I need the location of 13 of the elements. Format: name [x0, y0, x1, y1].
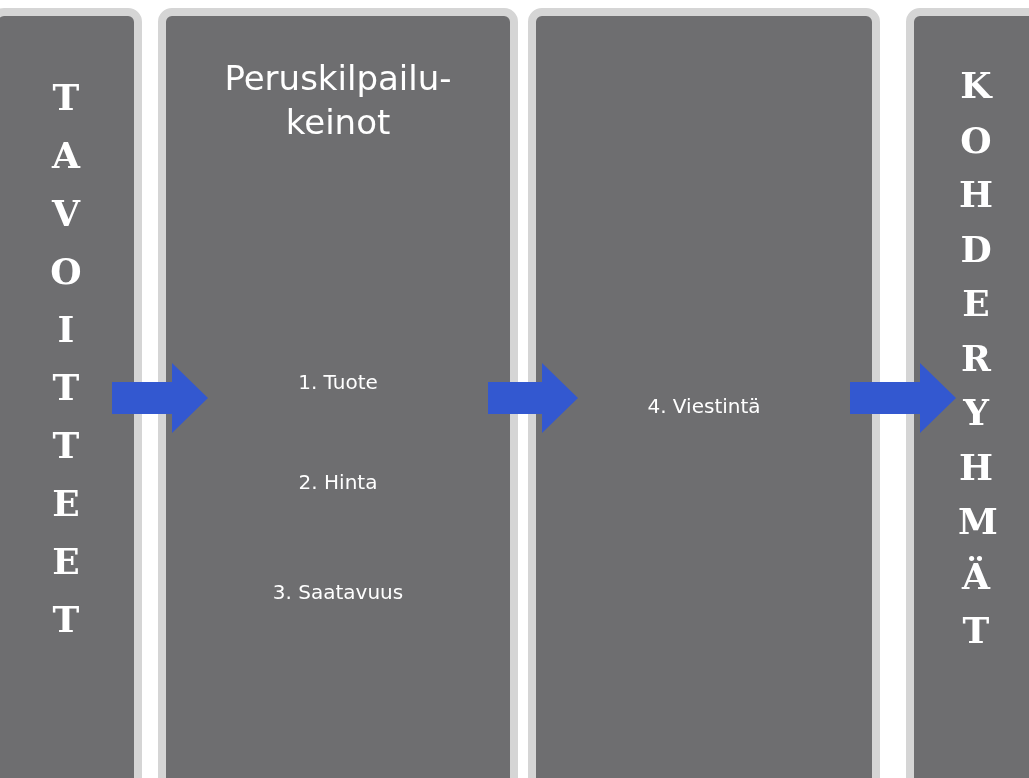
list-item: 2. Hinta: [298, 469, 378, 496]
panel-text: 4. Viestintä: [647, 393, 761, 420]
block-arrow: [850, 363, 956, 433]
list-item: 3. Saatavuus: [272, 579, 404, 606]
panel: [528, 8, 880, 778]
list-item: 1. Tuote: [298, 369, 378, 396]
panel-heading: Peruskilpailu-keinot: [223, 57, 453, 144]
block-arrow: [112, 363, 208, 433]
panel: [0, 8, 142, 778]
block-arrow: [488, 363, 578, 433]
panel: [906, 8, 1029, 778]
panel: [158, 8, 518, 778]
vertical-title: TAVOITTEET: [49, 75, 83, 642]
